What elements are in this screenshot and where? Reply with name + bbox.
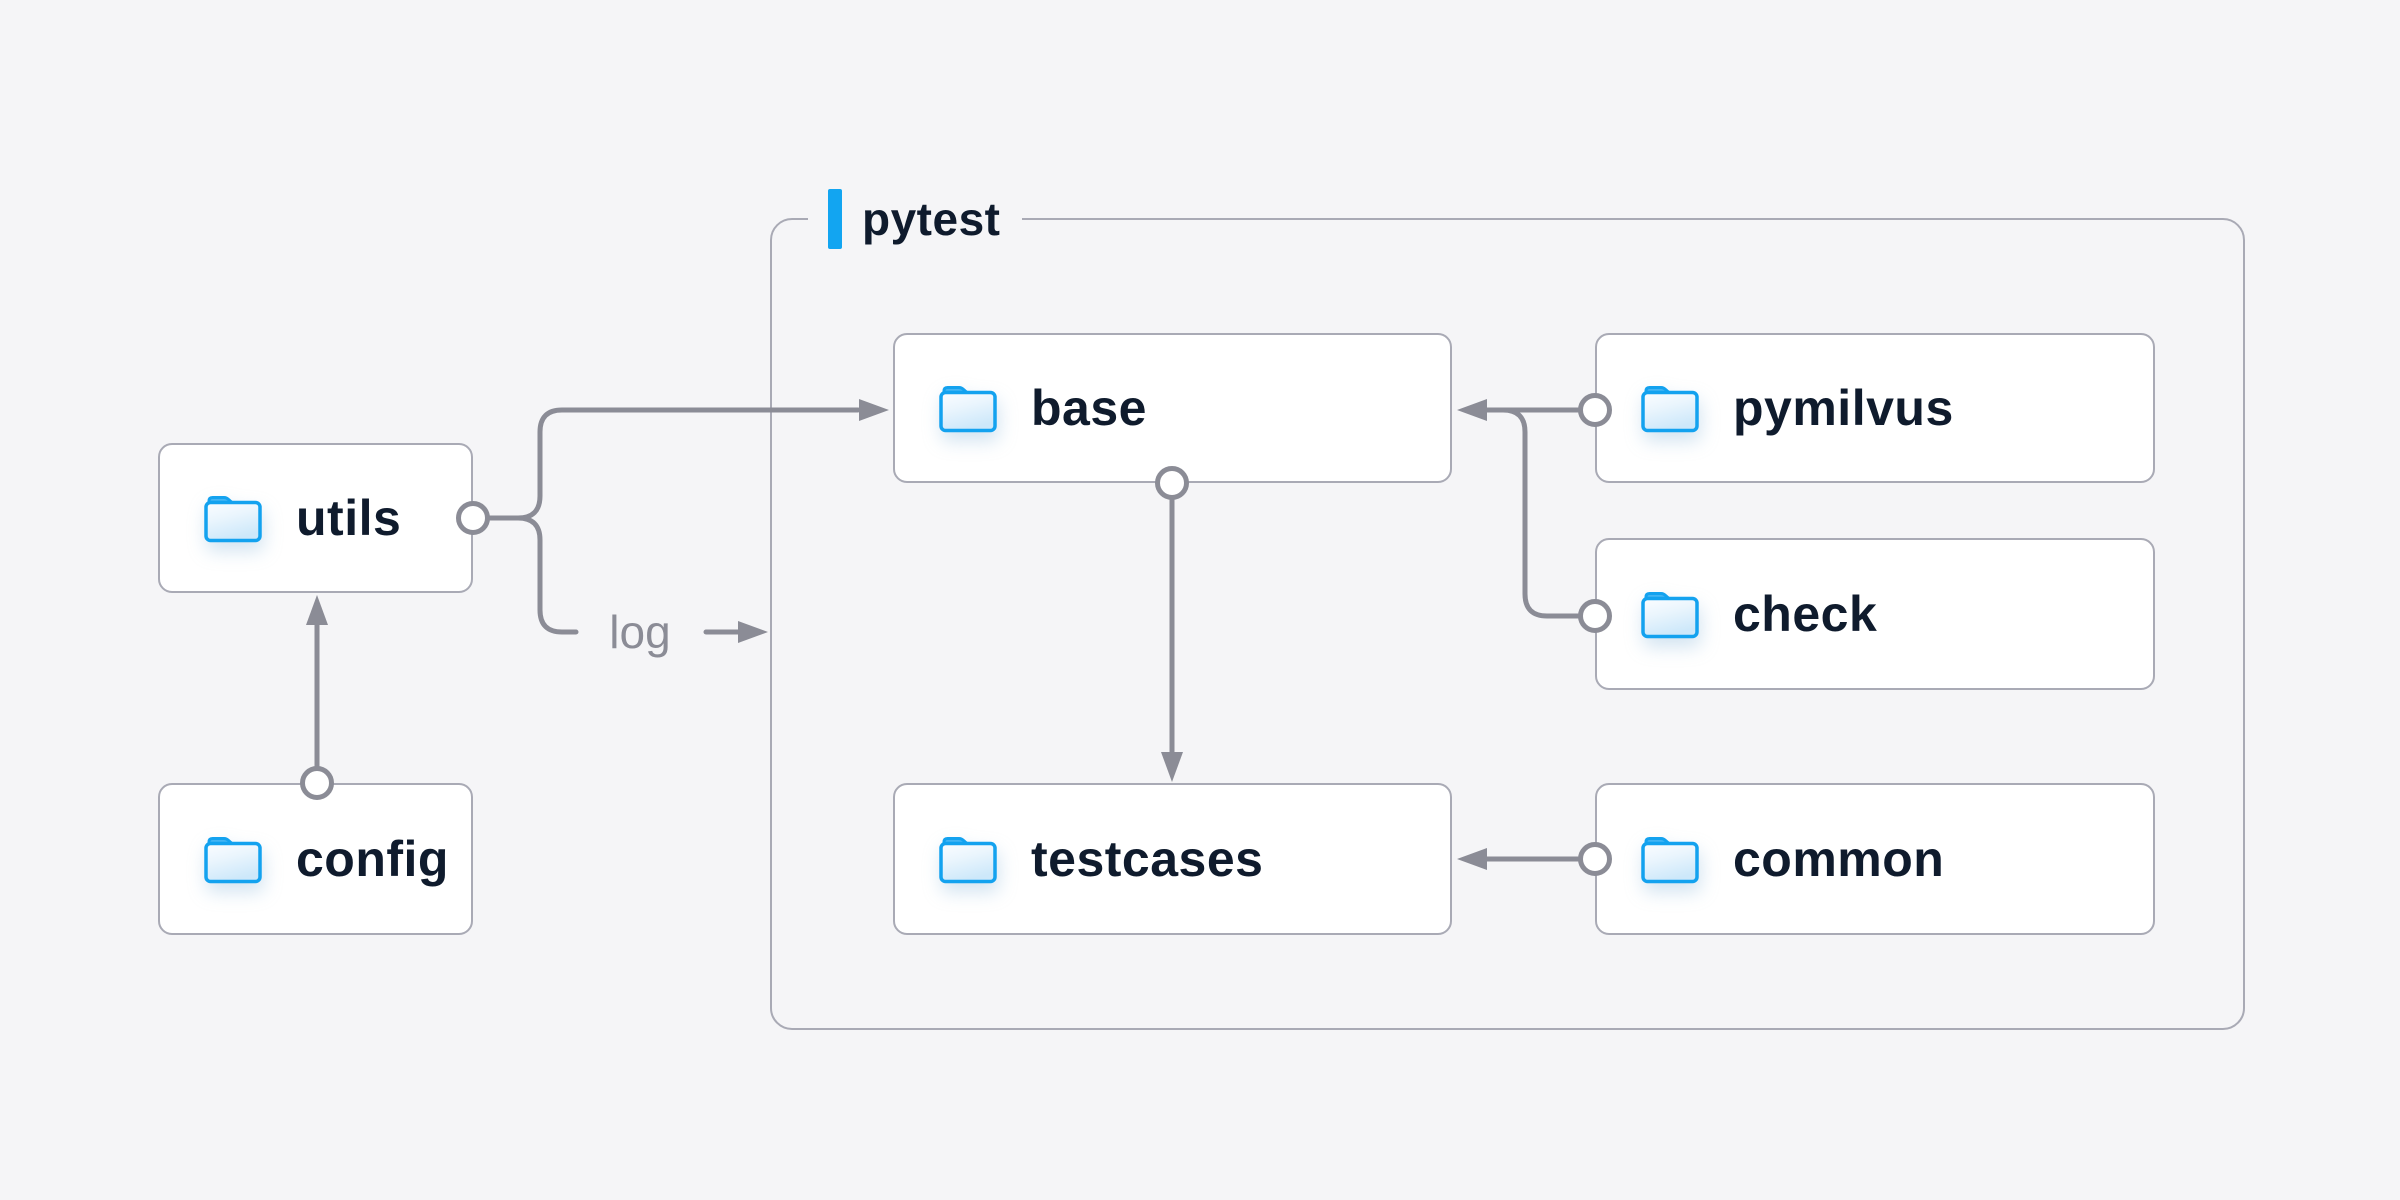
folder-icon <box>937 833 999 885</box>
edge-utils-log <box>515 515 579 635</box>
group-title: pytest <box>862 193 1001 245</box>
node-label: pymilvus <box>1733 380 1954 436</box>
node-label: common <box>1733 831 1945 887</box>
node-testcases: testcases <box>893 783 1452 935</box>
node-base: base <box>893 333 1452 483</box>
node-pymilvus: pymilvus <box>1595 333 2155 483</box>
node-label: config <box>296 831 449 887</box>
node-label: check <box>1733 586 1878 642</box>
folder-icon <box>202 492 264 544</box>
folder-icon <box>1639 833 1701 885</box>
pytest-group-label: pytest <box>808 187 1023 251</box>
node-check: check <box>1595 538 2155 690</box>
folder-icon <box>937 382 999 434</box>
node-config: config <box>158 783 473 935</box>
arrowhead-up <box>306 595 328 625</box>
pytest-group: pytest <box>770 187 2245 1030</box>
folder-icon <box>1639 588 1701 640</box>
node-label: testcases <box>1031 831 1264 887</box>
folder-icon <box>1639 382 1701 434</box>
node-utils: utils <box>158 443 473 593</box>
edge-label-log: log <box>609 606 671 658</box>
node-common: common <box>1595 783 2155 935</box>
node-label: base <box>1031 380 1147 436</box>
arrowhead-right <box>738 621 768 643</box>
node-label: utils <box>296 490 402 546</box>
accent-bar <box>828 189 842 249</box>
folder-icon <box>202 833 264 885</box>
